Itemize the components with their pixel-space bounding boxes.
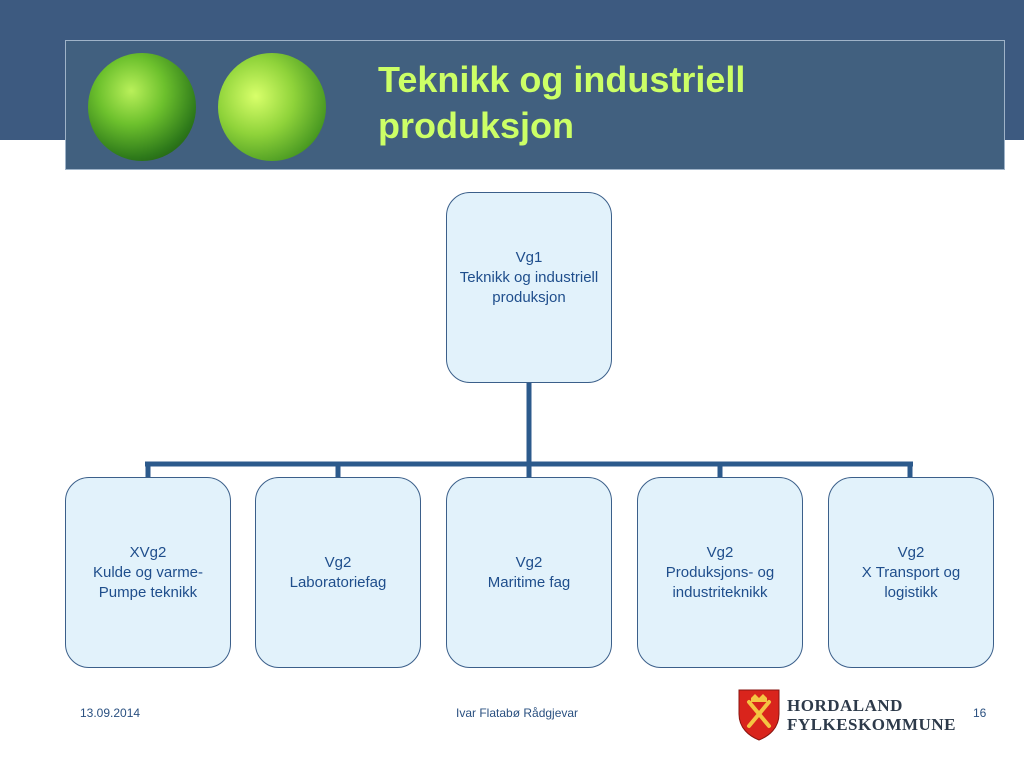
node-line: industriteknikk (672, 583, 768, 601)
node-line: Laboratoriefag (289, 573, 387, 591)
node-line: Kulde og varme- (92, 563, 204, 581)
node-laboratoriefag: Vg2 Laboratoriefag (255, 477, 421, 668)
node-transport-logistikk: Vg2 X Transport og logistikk (828, 477, 994, 668)
header-panel: Teknikk og industriell produksjon (65, 40, 1005, 170)
hordaland-logo: HORDALAND FYLKESKOMMUNE (735, 688, 975, 744)
leaf-image-1 (88, 53, 196, 161)
node-line: Vg1 (515, 248, 543, 266)
node-kulde-varmepumpe: XVg2 Kulde og varme- Pumpe teknikk (65, 477, 231, 668)
slide-title: Teknikk og industriell produksjon (378, 59, 746, 146)
footer-date: 13.09.2014 (80, 706, 141, 720)
node-line: Produksjons- og (665, 563, 775, 581)
node-line: Maritime fag (487, 573, 571, 591)
node-line: logistikk (884, 583, 938, 601)
node-vg1-teknikk: Vg1 Teknikk og industriell produksjon (446, 192, 612, 383)
node-line: X Transport og (861, 563, 961, 581)
node-line: Teknikk og industriell (459, 268, 599, 286)
logo-line-2: FYLKESKOMMUNE (787, 715, 956, 734)
node-line: Vg2 (515, 553, 543, 571)
node-produksjon-industriteknikk: Vg2 Produksjons- og industriteknikk (637, 477, 803, 668)
node-line: Vg2 (897, 543, 925, 561)
footer-author: Ivar Flatabø Rådgjevar (456, 706, 579, 720)
node-line: produksjon (492, 288, 566, 306)
coat-of-arms-icon (738, 689, 780, 741)
node-line: Vg2 (324, 553, 352, 571)
page-number: 16 (973, 706, 987, 720)
logo-wordmark: HORDALAND FYLKESKOMMUNE (787, 696, 956, 734)
node-maritime-fag: Vg2 Maritime fag (446, 477, 612, 668)
logo-line-1: HORDALAND (787, 696, 903, 715)
node-line: Vg2 (706, 543, 734, 561)
node-line: XVg2 (129, 543, 167, 561)
leaf-image-2 (218, 53, 326, 161)
node-line: Pumpe teknikk (98, 583, 198, 601)
